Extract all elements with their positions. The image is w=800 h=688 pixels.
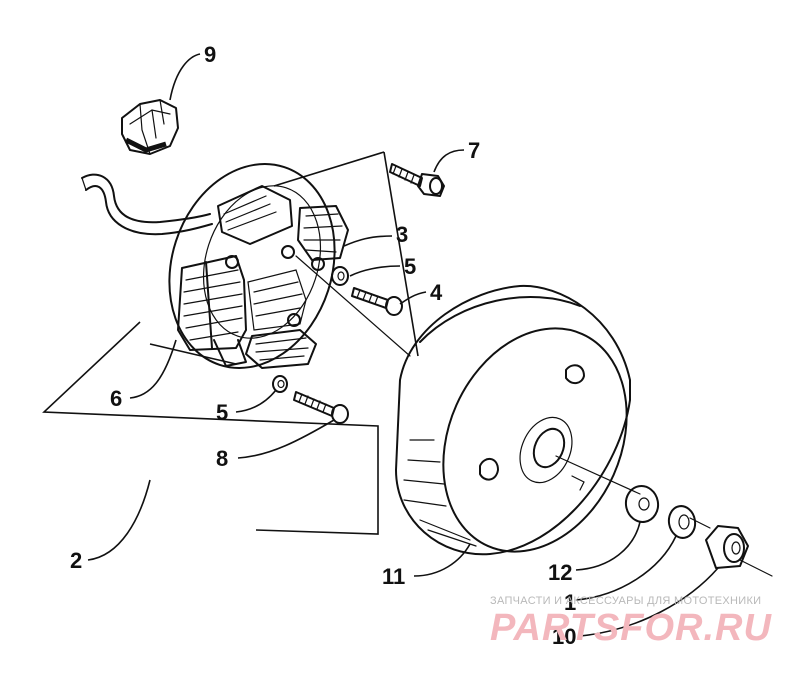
- watermark-caption: ЗАПЧАСТИ И АКСЕССУАРЫ ДЛЯ МОТОТЕХНИКИ: [490, 595, 761, 607]
- callout-4: 4: [430, 280, 443, 305]
- leader-lines: [87, 53, 719, 637]
- nut-10: [705, 525, 749, 569]
- callout-6: 6: [110, 386, 122, 411]
- callout-12: 12: [548, 560, 572, 585]
- washer-5-lower: [272, 375, 288, 393]
- wire-harness: [81, 173, 213, 236]
- stator-assembly: [168, 163, 349, 369]
- callout-11: 11: [382, 564, 405, 589]
- watermark-logo: PARTSFOR.RU: [490, 607, 772, 649]
- lock-washer-1: [667, 505, 697, 539]
- callout-10: 10: [552, 624, 576, 649]
- watermark: ЗАПЧАСТИ И АКСЕССУАРЫ ДЛЯ МОТОТЕХНИКИ PA…: [490, 595, 772, 649]
- callout-8: 8: [216, 446, 228, 471]
- callout-3: 3: [396, 222, 408, 247]
- callout-2: 2: [70, 548, 82, 573]
- screw-8: [293, 391, 349, 424]
- screw-4: [351, 287, 403, 316]
- callout-7: 7: [468, 138, 480, 163]
- grommet-part: [121, 99, 179, 155]
- callout-labels: 9 7 3 5 4 6 5 8 2 11 12 1 10: [70, 42, 576, 649]
- callout-1: 1: [564, 590, 576, 615]
- callout-5-lower: 5: [216, 400, 228, 425]
- bracket-lines: [42, 151, 419, 535]
- washer-12: [624, 485, 660, 523]
- washer-5-upper: [331, 266, 349, 286]
- assembly-axis-lines: [295, 255, 773, 577]
- callout-5-upper: 5: [404, 254, 416, 279]
- callout-9: 9: [204, 42, 216, 67]
- bolt-7: [389, 163, 445, 197]
- flywheel-11: [395, 284, 631, 556]
